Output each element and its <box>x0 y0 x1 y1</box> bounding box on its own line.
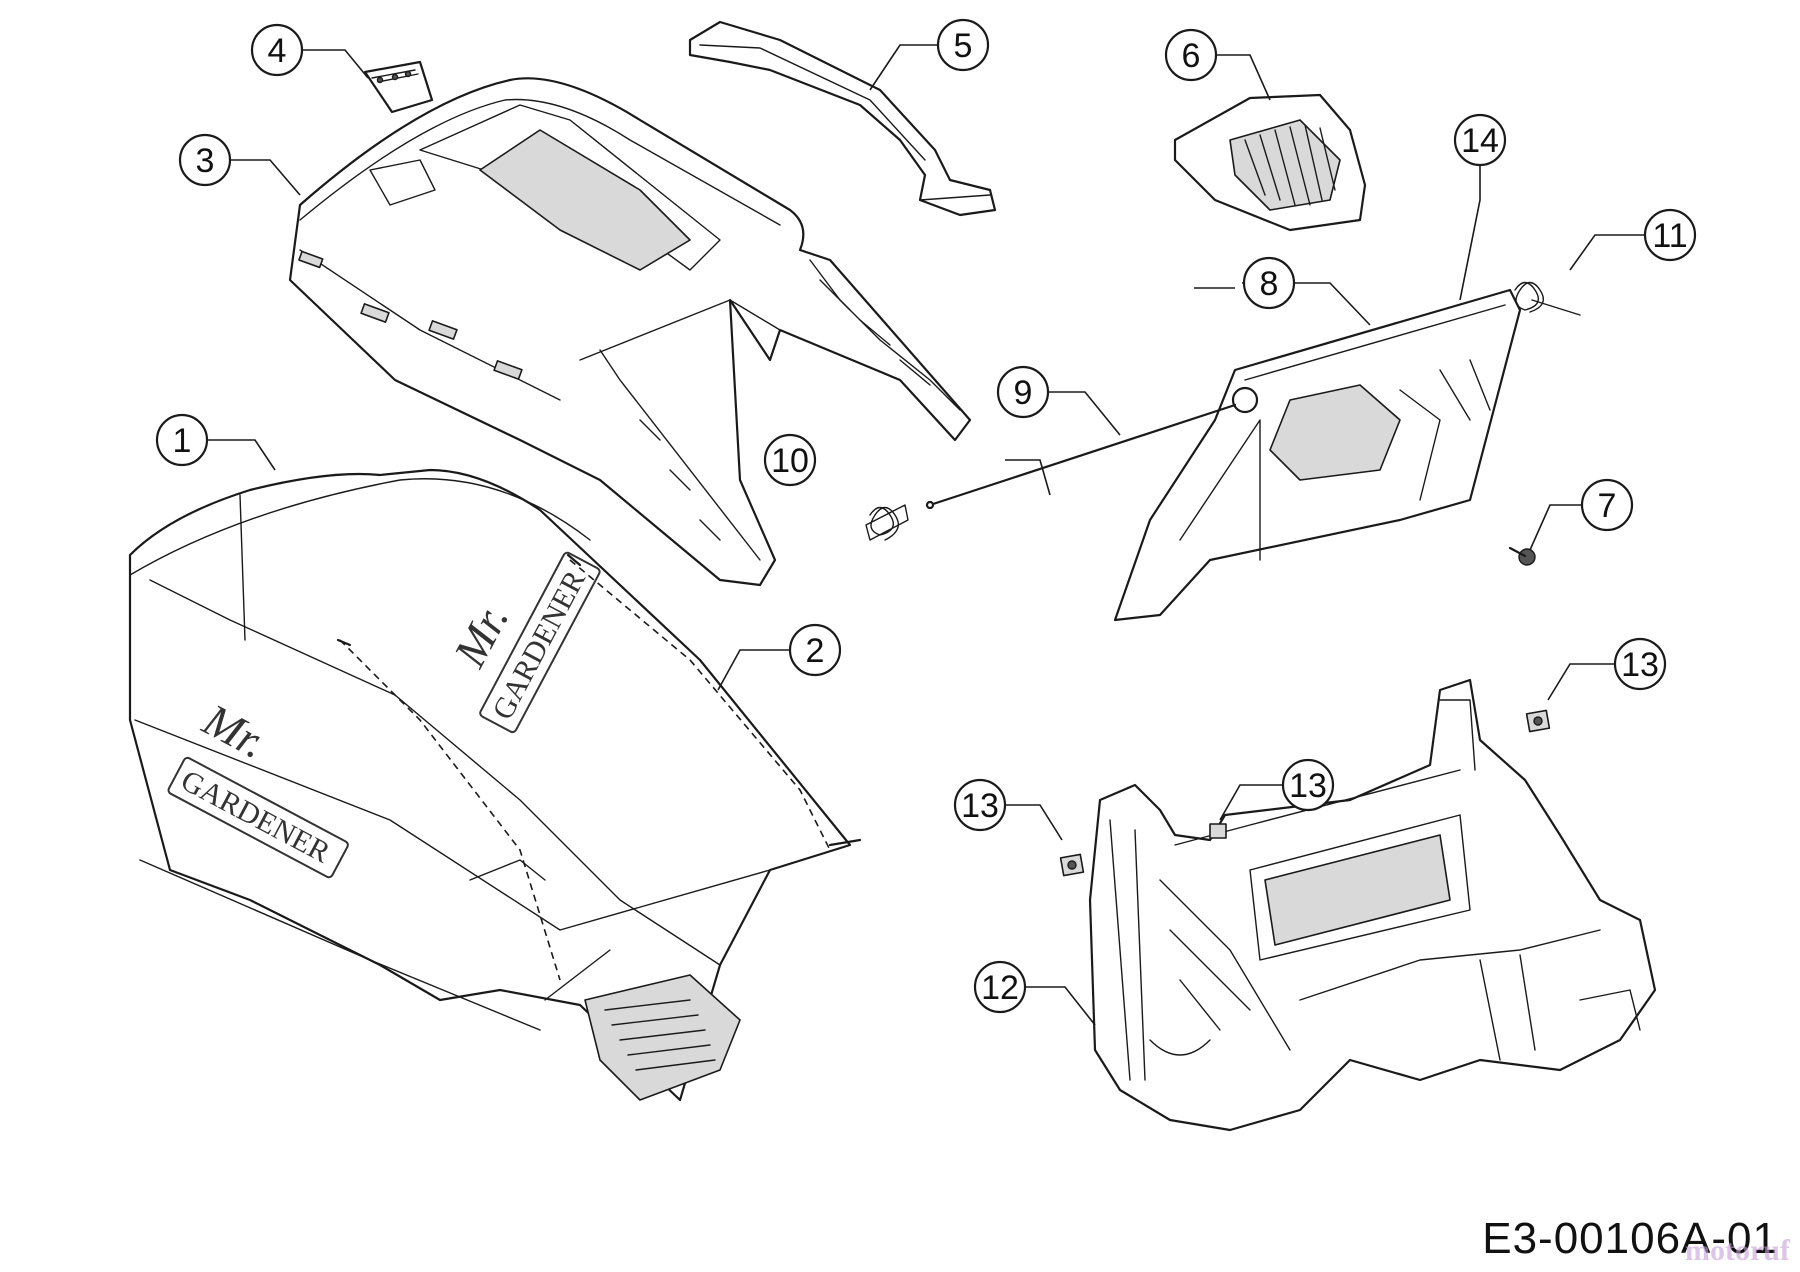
callout-13-left: 13 <box>953 778 1007 832</box>
part-rod <box>925 403 1237 510</box>
callout-8: 8 <box>1242 256 1296 310</box>
callout-13-left-label: 13 <box>961 787 999 825</box>
callout-14-label: 14 <box>1461 122 1499 160</box>
callout-6: 6 <box>1164 28 1218 82</box>
callout-8-label: 8 <box>1260 265 1279 303</box>
callout-10: 10 <box>763 433 817 487</box>
part-deflector-flap <box>1113 288 1522 622</box>
callout-1-label: 1 <box>173 422 192 460</box>
part-housing <box>1088 678 1657 1132</box>
callout-5-label: 5 <box>954 27 973 65</box>
watermark-logo: motoruf <box>1685 1234 1790 1267</box>
part-nut-b <box>1525 709 1551 733</box>
callout-9-label: 9 <box>1014 374 1033 412</box>
drawing-code: E3-00106A-01 <box>1482 1214 1778 1263</box>
part-nut-c <box>1209 823 1227 839</box>
callout-2: 2 <box>788 623 842 677</box>
callout-11: 11 <box>1643 208 1697 262</box>
callout-4-label: 4 <box>268 32 287 70</box>
callout-13-middle-label: 13 <box>1289 767 1327 805</box>
callout-10-label: 10 <box>771 442 809 480</box>
callout-14: 14 <box>1453 113 1507 167</box>
callout-12: 12 <box>973 960 1027 1014</box>
part-small-flap <box>363 60 434 114</box>
part-vent-grille <box>1173 93 1367 232</box>
part-nut-a <box>1059 853 1085 877</box>
callout-3: 3 <box>178 133 232 187</box>
part-bag-frame <box>336 553 862 981</box>
callout-13-middle: 13 <box>1281 758 1335 812</box>
callout-11-label: 11 <box>1652 217 1687 255</box>
callout-2-label: 2 <box>806 632 825 670</box>
callout-7-label: 7 <box>1598 487 1617 525</box>
callout-6-label: 6 <box>1182 37 1201 75</box>
part-spring-right <box>1514 281 1581 316</box>
part-carry-handle <box>688 20 997 217</box>
part-spring-left <box>865 504 909 541</box>
callout-4: 4 <box>250 23 304 77</box>
callout-5: 5 <box>936 18 990 72</box>
callout-7: 7 <box>1580 478 1634 532</box>
callout-3-label: 3 <box>196 142 215 180</box>
callout-1: 1 <box>155 413 209 467</box>
callout-13-right: 13 <box>1613 637 1667 691</box>
callout-9: 9 <box>996 365 1050 419</box>
callout-13-right-label: 13 <box>1621 646 1659 684</box>
part-grass-bag <box>128 468 852 1102</box>
part-screw <box>1508 546 1536 566</box>
part-rear-cover <box>288 77 972 587</box>
callout-12-label: 12 <box>981 969 1019 1007</box>
